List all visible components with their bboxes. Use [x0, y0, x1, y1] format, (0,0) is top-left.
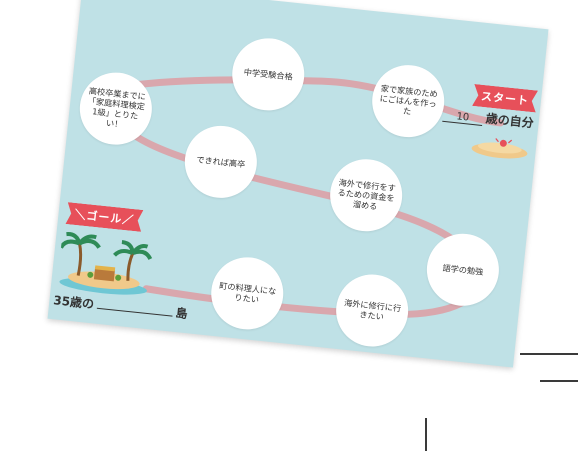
start-island-icon	[471, 138, 528, 159]
goal-island-label: 島	[174, 305, 189, 322]
goal-age-label: 35歳の	[52, 293, 95, 312]
background-line-vertical	[425, 418, 427, 451]
goal-island-icon	[59, 232, 153, 295]
background-line-horizontal	[520, 353, 578, 355]
background-line-horizontal-2	[540, 380, 578, 382]
